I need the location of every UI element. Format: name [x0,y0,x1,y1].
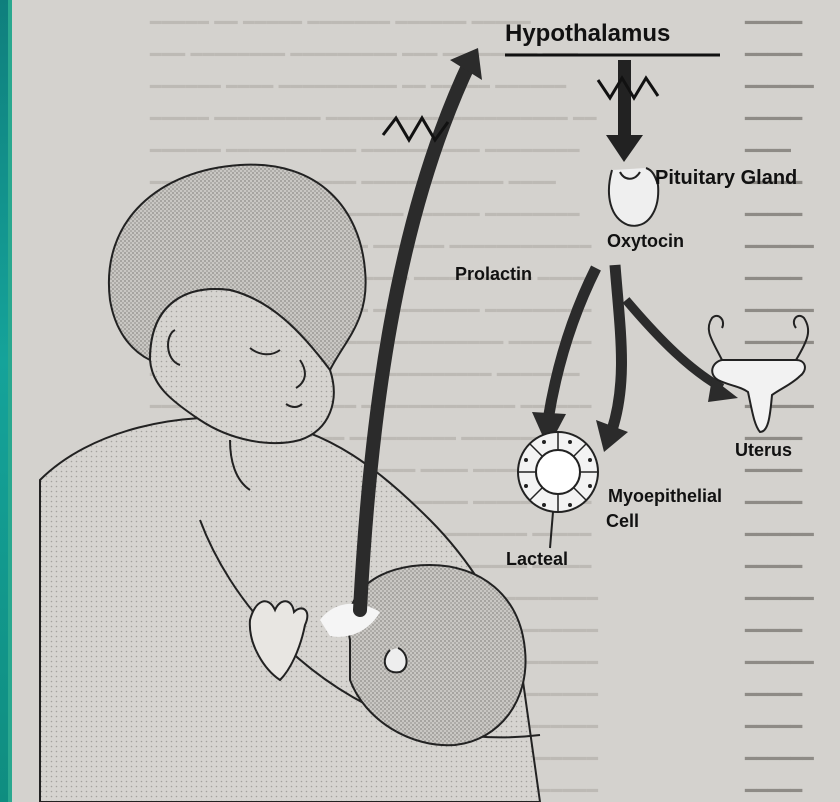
prolactin-arrow [548,268,596,420]
lacteal-duct [550,512,553,548]
oxytocin-uterus-arrow [626,300,722,388]
label-prolactin: Prolactin [455,264,532,285]
label-hypothalamus: Hypothalamus [505,20,670,48]
oxytocin-arrow [612,265,621,430]
label-pituitary-gland: Pituitary Gland [655,167,797,190]
fallopian-left [709,316,723,360]
baby-ear [385,648,407,672]
label-myoepithelial: Myoepithelial [608,486,722,507]
pituitary-gland-icon [609,168,658,226]
label-cell: Cell [606,511,639,532]
alveolus-icon [518,432,598,512]
label-lacteal: Lacteal [506,549,568,570]
label-oxytocin: Oxytocin [607,231,684,252]
label-uterus: Uterus [735,440,792,461]
fallopian-right [794,316,808,360]
stalk-arrowhead [606,135,643,162]
hypothalamus-pituitary-stalk [618,60,631,140]
